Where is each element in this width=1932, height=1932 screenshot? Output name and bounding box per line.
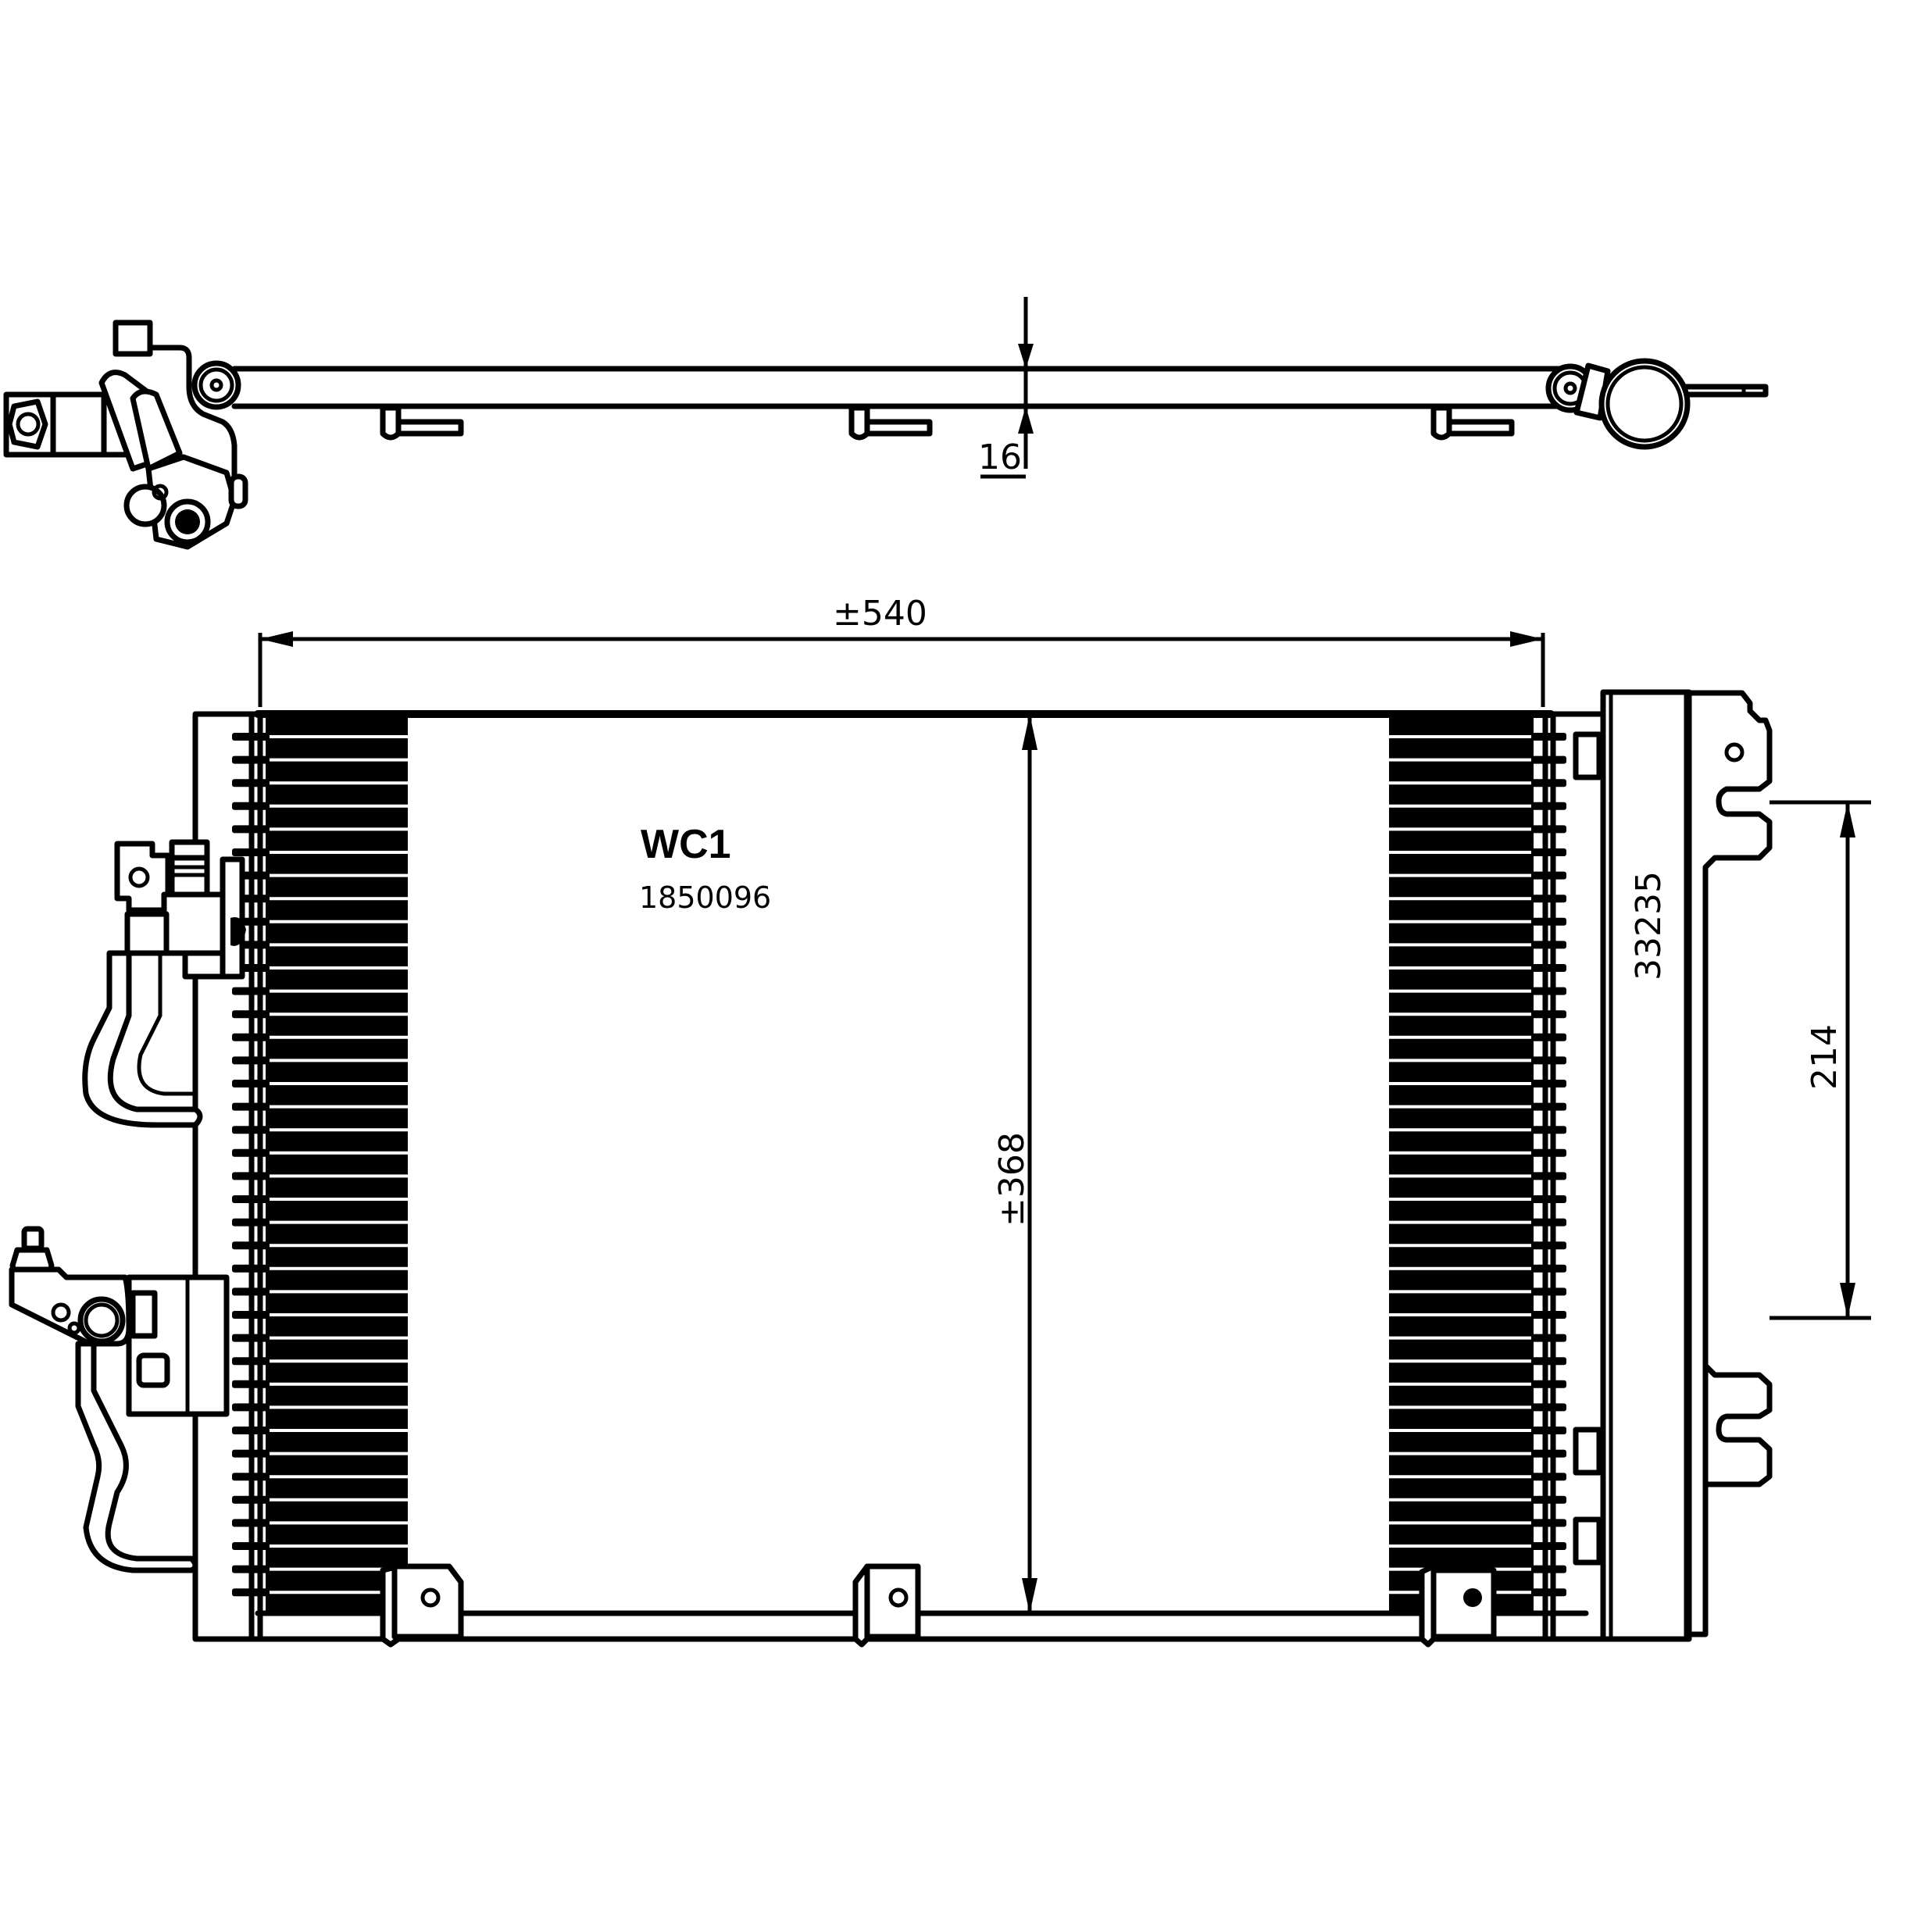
model-title: WC1 (641, 822, 731, 867)
width-dimension: ±540 (258, 594, 1545, 707)
right-side-bracket: 33235 (1573, 689, 1773, 1642)
height-dimension: ±368 (992, 714, 1037, 1613)
bracket-spacing-label: 214 (1805, 1024, 1845, 1090)
outlet-fitting (9, 1226, 230, 1573)
thickness-label: 16 (978, 437, 1022, 477)
part-number: 1850096 (639, 880, 771, 915)
inlet-fitting (82, 839, 246, 1128)
top-mount-tab (848, 405, 933, 441)
top-mount-tab (1430, 405, 1515, 441)
top-view: 16 (3, 297, 1769, 550)
condenser-tubes (232, 733, 1566, 1597)
bracket-spacing-dimension: 214 (1770, 800, 1871, 1320)
top-mount-tab (380, 405, 464, 441)
bottom-bracket (380, 1563, 464, 1648)
thickness-dimension: 16 (978, 297, 1034, 479)
bracket-code-label: 33235 (1629, 871, 1669, 980)
top-view-right-fitting (1545, 358, 1769, 450)
bottom-bracket (852, 1563, 921, 1648)
front-view: ±540 ±368 (9, 594, 1871, 1648)
right-fin-core (1389, 717, 1534, 1616)
top-view-left-fitting (3, 320, 248, 550)
left-fin-core (266, 717, 408, 1616)
bottom-bracket (1419, 1563, 1497, 1648)
height-label: ±368 (992, 1132, 1032, 1227)
width-label: ±540 (833, 594, 927, 634)
